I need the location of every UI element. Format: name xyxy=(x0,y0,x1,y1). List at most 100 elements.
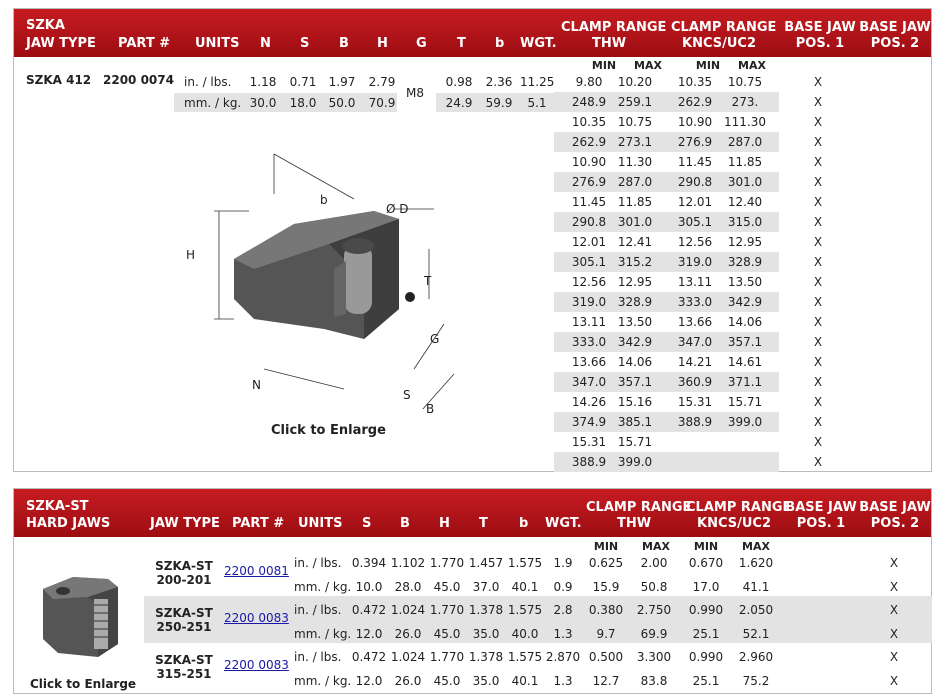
range-cell: 273.1 xyxy=(617,135,653,149)
label-s: S xyxy=(403,388,411,402)
jaw-type-line1: SZKA-ST xyxy=(155,559,213,573)
spec-mm: 26.0 xyxy=(394,674,422,688)
header2-kncs-2: KNCS/UC2 xyxy=(697,516,771,531)
spec-mm: 70.9 xyxy=(368,96,396,110)
spec-in: 2.00 xyxy=(640,556,668,570)
header2-kncs-1: CLAMP RANGE xyxy=(686,500,792,515)
header-wgt: WGT. xyxy=(520,36,557,51)
header-b-small: b xyxy=(495,36,505,51)
range-cell: 9.80 xyxy=(575,75,603,89)
spec-in: 1.770 xyxy=(429,556,465,570)
part-number-link[interactable]: 2200 0081 xyxy=(224,564,289,578)
units-in: in. / lbs. xyxy=(294,556,342,570)
row-shade xyxy=(174,93,397,112)
pos1-mark: X xyxy=(813,315,823,329)
click-to-enlarge-2[interactable]: Click to Enlarge xyxy=(30,677,137,691)
range-cell: 399.0 xyxy=(727,415,763,429)
part-number-link[interactable]: 2200 0083 xyxy=(224,658,289,672)
header2-b-small: b xyxy=(519,516,529,531)
click-to-enlarge-1[interactable]: Click to Enlarge xyxy=(271,423,386,438)
spec-mm: 25.1 xyxy=(692,627,720,641)
range-cell: 11.45 xyxy=(571,195,607,209)
label-n: N xyxy=(252,378,261,392)
pos1-mark: X xyxy=(813,435,823,449)
row-shade xyxy=(554,412,779,432)
spec-mm: 40.1 xyxy=(511,674,539,688)
units-in: in. / lbs. xyxy=(294,650,342,664)
range-cell: 10.35 xyxy=(677,75,713,89)
pos2-mark: X xyxy=(889,556,899,570)
header2-t: T xyxy=(479,516,488,531)
range-cell: 328.9 xyxy=(617,295,653,309)
spec-in: 1.102 xyxy=(390,556,426,570)
spec-in: 2.79 xyxy=(368,75,396,89)
range-cell: 13.50 xyxy=(727,275,763,289)
header-thw-1: CLAMP RANGE xyxy=(561,20,667,35)
header2-thw-2: THW xyxy=(616,516,652,531)
range-cell: 399.0 xyxy=(617,455,653,469)
range-cell: 347.0 xyxy=(677,335,713,349)
header2-s: S xyxy=(362,516,372,531)
range-cell: 319.0 xyxy=(571,295,607,309)
part-number: 2200 0074 xyxy=(103,73,174,87)
pos1-mark: X xyxy=(813,195,823,209)
range-cell: 111.30 xyxy=(724,115,766,129)
spec-mm: 40.1 xyxy=(511,580,539,594)
range-cell: 287.0 xyxy=(727,135,763,149)
header-n: N xyxy=(260,36,271,51)
range-cell: 11.85 xyxy=(727,155,763,169)
spec-mm: 24.9 xyxy=(445,96,473,110)
header2-hard-jaws: HARD JAWS xyxy=(26,516,111,531)
range-cell: 262.9 xyxy=(677,95,713,109)
spec-in: 0.500 xyxy=(588,650,624,664)
minmax-label: MAX xyxy=(738,59,766,72)
minmax-label: MIN xyxy=(693,540,719,553)
row-shade xyxy=(144,596,932,643)
spec-in: 2.36 xyxy=(485,75,513,89)
range-cell: 14.21 xyxy=(677,355,713,369)
header-pos2-a: BASE JAW xyxy=(859,20,931,35)
header-pos1-b: POS. 1 xyxy=(795,36,845,51)
spec-mm: 45.0 xyxy=(433,580,461,594)
spec-in: 2.750 xyxy=(636,603,672,617)
jaw-drawing[interactable] xyxy=(174,149,474,409)
pos1-mark: X xyxy=(813,415,823,429)
pos1-mark: X xyxy=(813,275,823,289)
header2-b: B xyxy=(400,516,410,531)
spec-in: 1.97 xyxy=(328,75,356,89)
row-shade xyxy=(554,292,779,312)
header-pos2-b: POS. 2 xyxy=(870,36,920,51)
range-cell: 10.75 xyxy=(727,75,763,89)
range-cell: 13.50 xyxy=(617,315,653,329)
pos1-mark: X xyxy=(813,255,823,269)
spec-in: 11.25 xyxy=(520,75,555,89)
minmax-label: MIN xyxy=(695,59,721,72)
header2-units: UNITS xyxy=(298,516,343,531)
part-number-link[interactable]: 2200 0083 xyxy=(224,611,289,625)
header-b: B xyxy=(339,36,349,51)
spec-in: 1.18 xyxy=(249,75,277,89)
spec-in: 1.620 xyxy=(738,556,774,570)
range-cell: 374.9 xyxy=(571,415,607,429)
units-in: in. / lbs. xyxy=(294,603,342,617)
header-pos1-a: BASE JAW xyxy=(784,20,856,35)
row-shade xyxy=(554,372,779,392)
spec-in: 3.300 xyxy=(636,650,672,664)
range-cell: 301.0 xyxy=(617,215,653,229)
spec-in: 0.394 xyxy=(351,556,387,570)
pos1-mark: X xyxy=(813,155,823,169)
units-mm: mm. / kg. xyxy=(294,580,352,594)
hard-jaw-thumbnail[interactable] xyxy=(28,549,128,659)
header2-thw-1: CLAMP RANGE xyxy=(586,500,692,515)
spec-in: 0.98 xyxy=(445,75,473,89)
header2-pos1-a: BASE JAW xyxy=(785,500,857,515)
row-shade xyxy=(436,93,554,112)
spec-in: 1.378 xyxy=(468,603,504,617)
spec-mm: 41.1 xyxy=(742,580,770,594)
range-cell: 385.1 xyxy=(617,415,653,429)
range-cell: 13.66 xyxy=(571,355,607,369)
spec-mm: 83.8 xyxy=(640,674,668,688)
range-cell: 15.31 xyxy=(677,395,713,409)
spec-mm: 69.9 xyxy=(640,627,668,641)
header-kncs-1: CLAMP RANGE xyxy=(671,20,777,35)
